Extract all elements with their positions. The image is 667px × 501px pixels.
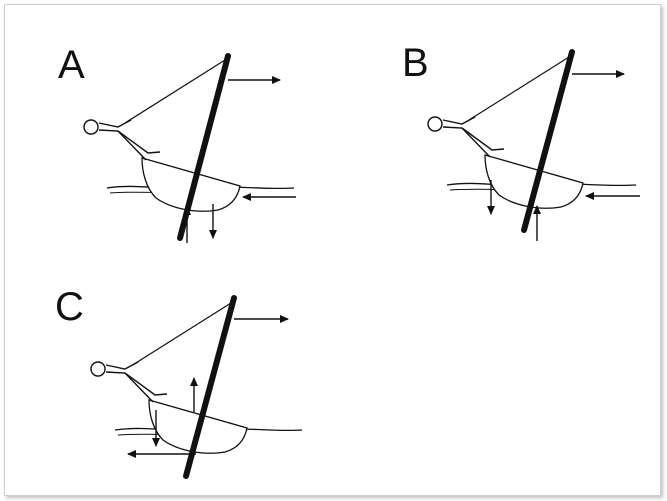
sailor-arms [442,116,476,125]
mast [183,295,237,479]
mainsheet-rope [130,302,232,367]
panel-label-a: A [58,43,85,87]
sailor-head [83,119,99,135]
sailor-legs [124,372,168,396]
figure-frame [4,4,661,496]
panel-a: A [58,43,296,243]
mainsheet-rope [124,59,226,124]
sailor-legs [461,127,505,151]
panel-label-c: C [55,285,84,329]
mainsheet-rope [468,56,570,121]
sailor-head [90,361,106,377]
sailor [90,361,168,403]
panel-b: B [402,41,640,241]
sailor-arms [98,119,132,128]
sailor [83,119,161,161]
sailor-head [427,116,443,132]
panel-label-b: B [402,41,429,85]
panel-c: C [55,285,303,479]
sailor-arms [105,361,139,370]
mast [521,49,575,233]
sailor [427,116,505,158]
sailor-legs [117,130,161,154]
